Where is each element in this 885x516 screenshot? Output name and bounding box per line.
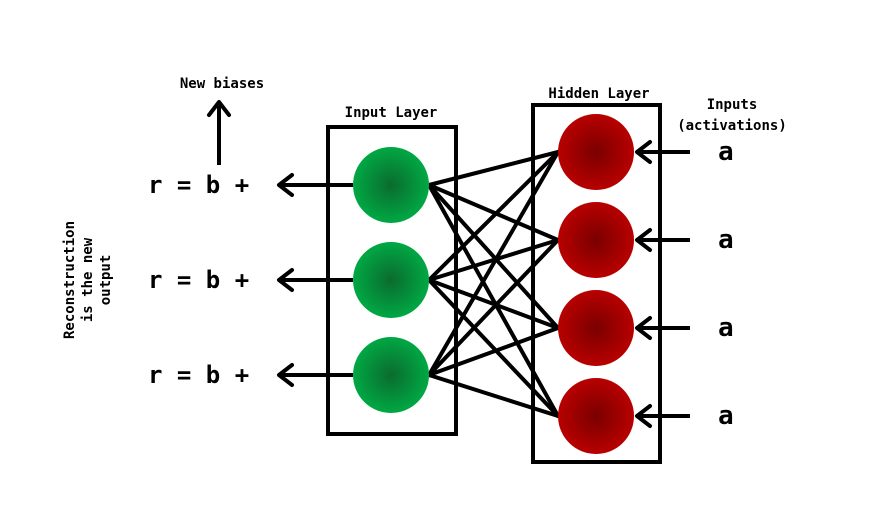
new-biases-label: New biases — [180, 76, 264, 92]
activation-label-4: a — [718, 401, 734, 431]
activation-arrow-icon — [635, 404, 690, 428]
reconstruction-arrows — [277, 173, 353, 387]
inputs-label-line-2: (activations) — [677, 118, 787, 134]
connection-line — [427, 183, 560, 242]
left-arrow-icon — [277, 173, 353, 197]
side-label-line-2: is the new — [80, 237, 96, 322]
input-node — [353, 242, 429, 318]
hidden-nodes — [558, 114, 634, 454]
hidden-layer-title: Hidden Layer — [548, 86, 649, 102]
hidden-node — [558, 114, 634, 190]
hidden-node — [558, 290, 634, 366]
input-layer-title: Input Layer — [345, 105, 438, 121]
activation-arrow-icon — [635, 140, 690, 164]
reconstruction-formula-1: r = b + — [148, 171, 249, 199]
connection-line — [427, 183, 560, 330]
left-arrow-icon — [277, 268, 353, 292]
input-node — [353, 147, 429, 223]
activation-label-2: a — [718, 225, 734, 255]
side-label-line-3: output — [98, 255, 114, 306]
input-node — [353, 337, 429, 413]
new-biases-arrow-icon — [207, 100, 231, 165]
connection-line — [427, 326, 560, 377]
connection-line — [427, 150, 560, 187]
left-arrow-icon — [277, 363, 353, 387]
connections — [427, 150, 560, 418]
activation-label-1: a — [718, 137, 734, 167]
side-label: Reconstruction is the new output — [62, 221, 114, 339]
activation-arrows — [635, 140, 690, 428]
reconstruction-formula-2: r = b + — [148, 266, 249, 294]
hidden-node — [558, 202, 634, 278]
connection-line — [427, 150, 560, 377]
connection-line — [427, 238, 560, 377]
side-label-line-1: Reconstruction — [62, 221, 78, 339]
activation-arrow-icon — [635, 228, 690, 252]
connection-line — [427, 183, 560, 418]
hidden-layer-box — [531, 103, 662, 464]
hidden-node — [558, 378, 634, 454]
input-nodes — [353, 147, 429, 413]
inputs-label-line-1: Inputs — [707, 97, 758, 113]
connection-line — [427, 278, 560, 330]
activation-arrow-icon — [635, 316, 690, 340]
activation-label-3: a — [718, 313, 734, 343]
connection-line — [427, 373, 560, 418]
connection-line — [427, 278, 560, 418]
reconstruction-formula-3: r = b + — [148, 361, 249, 389]
connection-line — [427, 150, 560, 282]
